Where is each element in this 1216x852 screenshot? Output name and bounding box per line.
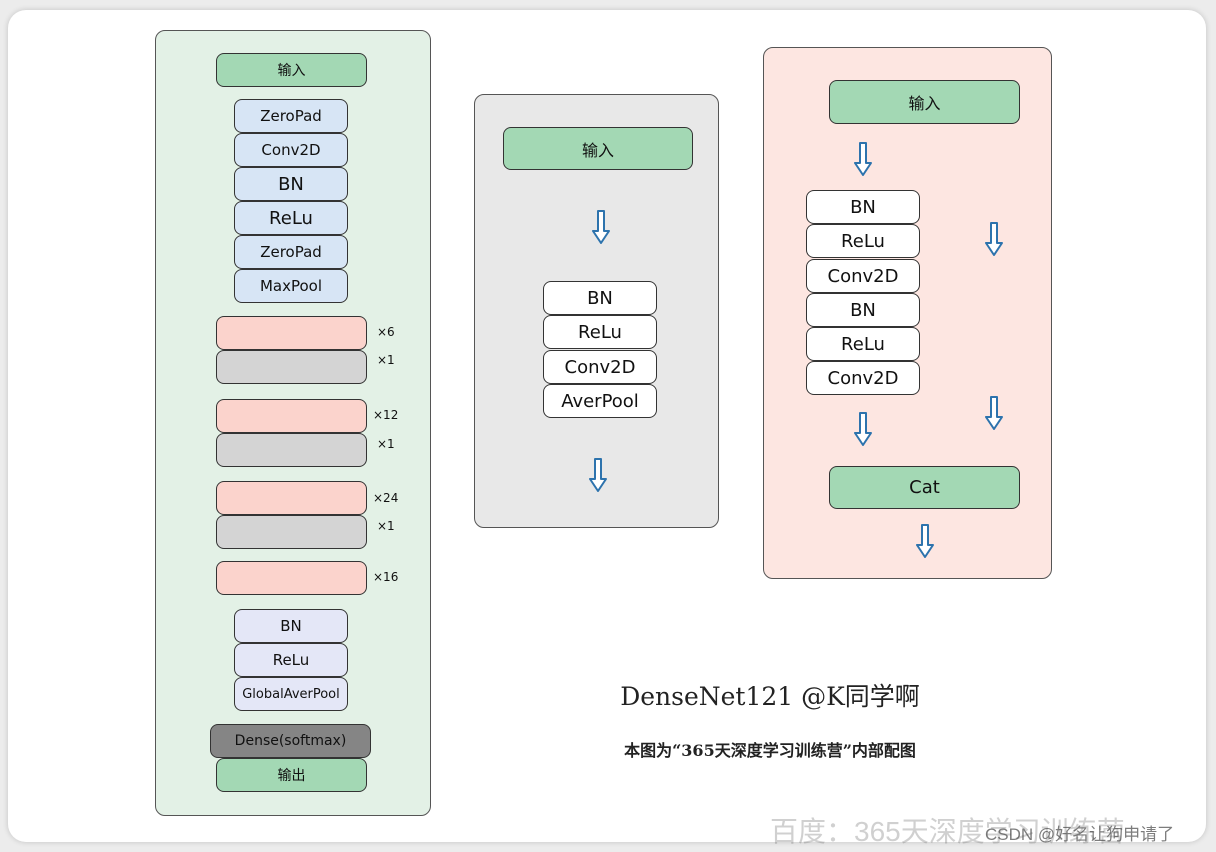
stem-layer-label: ReLu xyxy=(269,207,313,229)
output-box: 输出 xyxy=(216,758,367,792)
dense-block-3-multiplier: ×24 xyxy=(373,491,399,505)
transition-layer-conv2d: Conv2D xyxy=(543,350,657,384)
head-layer-relu: ReLu xyxy=(234,643,348,677)
cat-box: Cat xyxy=(829,466,1020,509)
transition-layer-averpool: AverPool xyxy=(543,384,657,418)
stem-layer-conv2d: Conv2D xyxy=(234,133,348,167)
dense-layer-conv2d-2: Conv2D xyxy=(806,361,920,395)
dense-layer-relu-2: ReLu xyxy=(806,327,920,361)
dense-softmax-box: Dense(softmax) xyxy=(210,724,371,758)
dense-layer-conv2d-1: Conv2D xyxy=(806,259,920,293)
transition-layer-label: AverPool xyxy=(561,390,639,412)
transition-layer-2 xyxy=(216,433,367,467)
dense-block-1-multiplier: ×6 xyxy=(377,325,395,339)
dense-block-input-label: 输入 xyxy=(908,94,941,113)
dense-layer-bn-1: BN xyxy=(806,190,920,224)
stem-layer-zeropad-2: ZeroPad xyxy=(234,235,348,269)
transition-3-multiplier: ×1 xyxy=(377,519,395,533)
stem-layer-label: BN xyxy=(278,173,304,195)
dense-layer-label: Conv2D xyxy=(827,367,899,389)
head-layer-global-aver-pool: GlobalAverPool xyxy=(234,677,348,711)
transition-input-label: 输入 xyxy=(581,140,614,160)
stem-layer-label: MaxPool xyxy=(259,277,323,295)
down-arrow-icon xyxy=(916,524,934,558)
head-layer-label: GlobalAverPool xyxy=(242,686,340,702)
csdn-watermark: CSDN @好名让狗申请了 xyxy=(985,825,1175,844)
stem-layer-bn: BN xyxy=(234,167,348,201)
dense-block-1 xyxy=(216,316,367,350)
down-arrow-icon xyxy=(854,412,872,446)
dense-layer-relu-1: ReLu xyxy=(806,224,920,258)
transition-layer-1 xyxy=(216,350,367,384)
dense-block-2-multiplier: ×12 xyxy=(373,408,399,422)
transition-layer-label: BN xyxy=(587,287,613,309)
transition-2-multiplier: ×1 xyxy=(377,437,395,451)
dense-layer-bn-2: BN xyxy=(806,293,920,327)
skip-arrow-icon xyxy=(985,222,1003,256)
dense-block-4 xyxy=(216,561,367,595)
stem-layer-relu: ReLu xyxy=(234,201,348,235)
dense-block-4-multiplier: ×16 xyxy=(373,570,399,584)
head-layer-bn: BN xyxy=(234,609,348,643)
stem-input-box: 输入 xyxy=(216,53,367,87)
diagram-subtitle: 本图为“365天深度学习训练营”内部配图 xyxy=(624,741,916,760)
stem-layer-label: ZeroPad xyxy=(260,107,322,125)
stem-layer-zeropad: ZeroPad xyxy=(234,99,348,133)
head-layer-label: ReLu xyxy=(272,651,310,669)
transition-layer-bn: BN xyxy=(543,281,657,315)
dense-layer-label: Conv2D xyxy=(827,265,899,287)
dense-layer-label: ReLu xyxy=(841,333,885,355)
down-arrow-icon xyxy=(589,458,607,492)
skip-arrow-icon xyxy=(985,396,1003,430)
stem-layer-label: ZeroPad xyxy=(260,243,322,261)
dense-layer-label: BN xyxy=(850,299,876,321)
head-layer-label: BN xyxy=(280,617,302,635)
diagram-title: DenseNet121 @K同学啊 xyxy=(620,682,920,711)
stem-layer-maxpool: MaxPool xyxy=(234,269,348,303)
transition-layer-relu: ReLu xyxy=(543,315,657,349)
transition-layer-label: ReLu xyxy=(578,321,622,343)
transition-1-multiplier: ×1 xyxy=(377,353,395,367)
transition-layer-3 xyxy=(216,515,367,549)
dense-softmax-label: Dense(softmax) xyxy=(234,733,347,749)
dense-layer-label: ReLu xyxy=(841,230,885,252)
baidu-watermark: 百度：365天深度学习训练营 xyxy=(770,816,1125,847)
stem-input-label: 输入 xyxy=(277,63,306,79)
output-label: 输出 xyxy=(277,768,306,784)
down-arrow-icon xyxy=(854,142,872,176)
dense-block-3 xyxy=(216,481,367,515)
dense-layer-label: BN xyxy=(850,196,876,218)
down-arrow-icon xyxy=(592,210,610,244)
stem-layer-label: Conv2D xyxy=(261,141,321,159)
dense-block-2 xyxy=(216,399,367,433)
transition-layer-label: Conv2D xyxy=(564,356,636,378)
transition-input-box: 输入 xyxy=(503,127,693,170)
cat-label: Cat xyxy=(909,477,940,498)
dense-block-input-box: 输入 xyxy=(829,80,1020,124)
